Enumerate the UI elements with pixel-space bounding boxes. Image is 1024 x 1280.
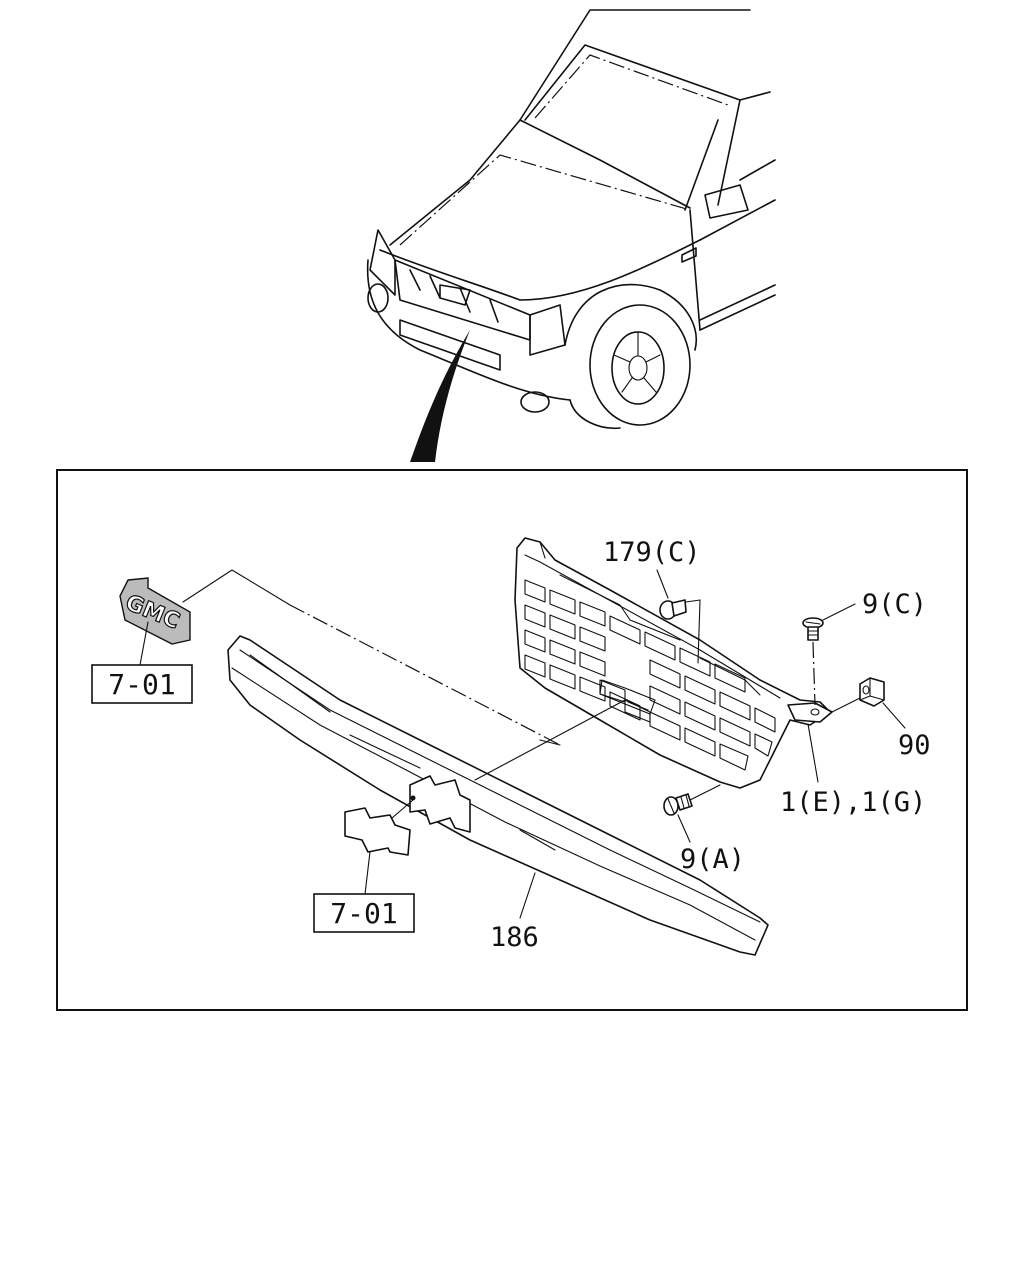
reference-box-bowtie[interactable]: 7-01 <box>313 893 415 933</box>
vehicle-front-view <box>366 9 776 462</box>
callout-179c: 179(C) <box>603 537 701 568</box>
grille-garnish-moulding <box>227 635 769 956</box>
detail-frame <box>56 469 968 1011</box>
callout-9a: 9(A) <box>680 844 745 875</box>
grille-clip-179c <box>659 599 701 620</box>
nut-clip-90 <box>859 677 885 707</box>
lower-screw-9a <box>663 793 693 816</box>
reference-box-label: 7-01 <box>108 668 175 701</box>
upper-screw-9c <box>802 617 824 641</box>
leader-lines <box>139 569 906 919</box>
gmc-emblem: GMC <box>119 577 191 645</box>
callout-9c: 9(C) <box>862 589 927 620</box>
detail-pointer <box>410 330 470 462</box>
front-grille <box>514 537 833 789</box>
callout-1e-1g: 1(E),1(G) <box>780 787 926 818</box>
bowtie-emblem <box>344 795 416 856</box>
callout-90: 90 <box>898 730 931 761</box>
callout-186: 186 <box>490 922 539 953</box>
reference-box-gmc[interactable]: 7-01 <box>91 664 193 704</box>
reference-box-label: 7-01 <box>330 897 397 930</box>
